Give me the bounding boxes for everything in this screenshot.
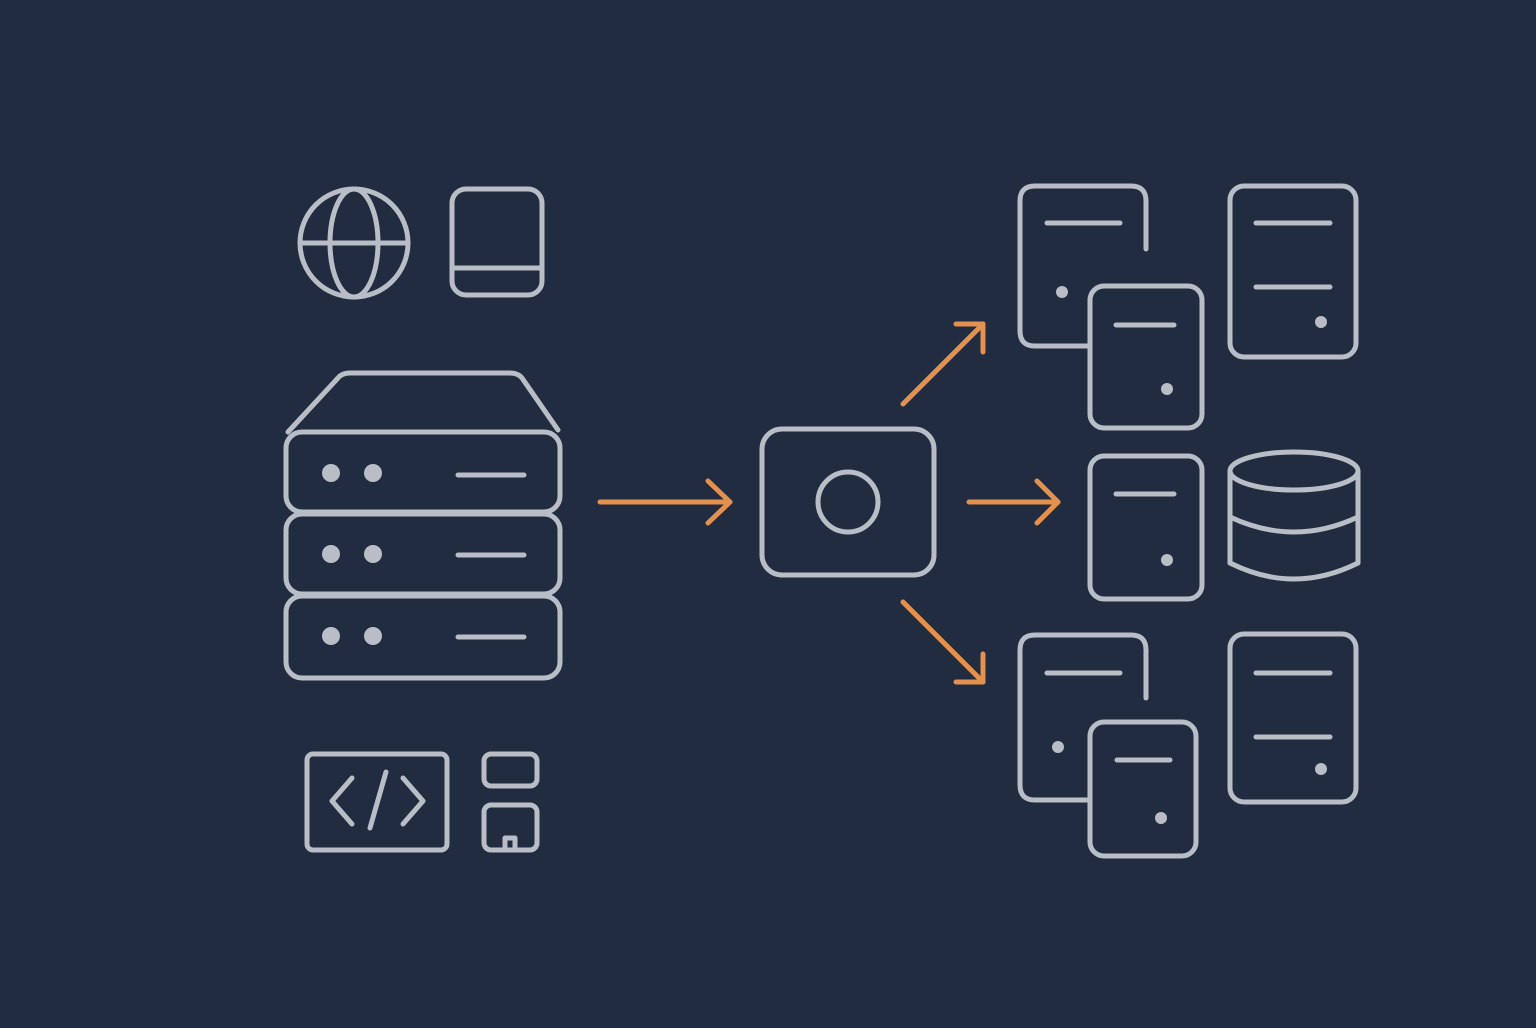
server-icon bbox=[1017, 183, 1149, 349]
load-balancer-icon bbox=[759, 426, 937, 578]
widget-icon bbox=[481, 751, 540, 853]
arrow-to-top-group bbox=[900, 321, 986, 407]
server-icon bbox=[1087, 719, 1199, 859]
arrow-to-load-balancer bbox=[597, 478, 733, 526]
globe-icon bbox=[297, 186, 411, 300]
server-group-middle bbox=[1087, 449, 1361, 602]
server-icon bbox=[1087, 453, 1205, 602]
database-icon bbox=[1227, 449, 1361, 582]
server-group-top bbox=[1017, 183, 1359, 431]
tablet-icon bbox=[449, 186, 545, 298]
server-icon bbox=[1227, 631, 1359, 805]
server-icon bbox=[1227, 183, 1359, 360]
server-group-bottom bbox=[1017, 631, 1359, 859]
arrow-to-bottom-group bbox=[900, 599, 986, 685]
server-icon bbox=[1017, 632, 1149, 803]
code-window-icon bbox=[304, 751, 450, 853]
server-icon bbox=[1087, 283, 1205, 431]
server-rack-icon bbox=[283, 370, 563, 681]
arrow-to-middle-group bbox=[966, 478, 1061, 526]
